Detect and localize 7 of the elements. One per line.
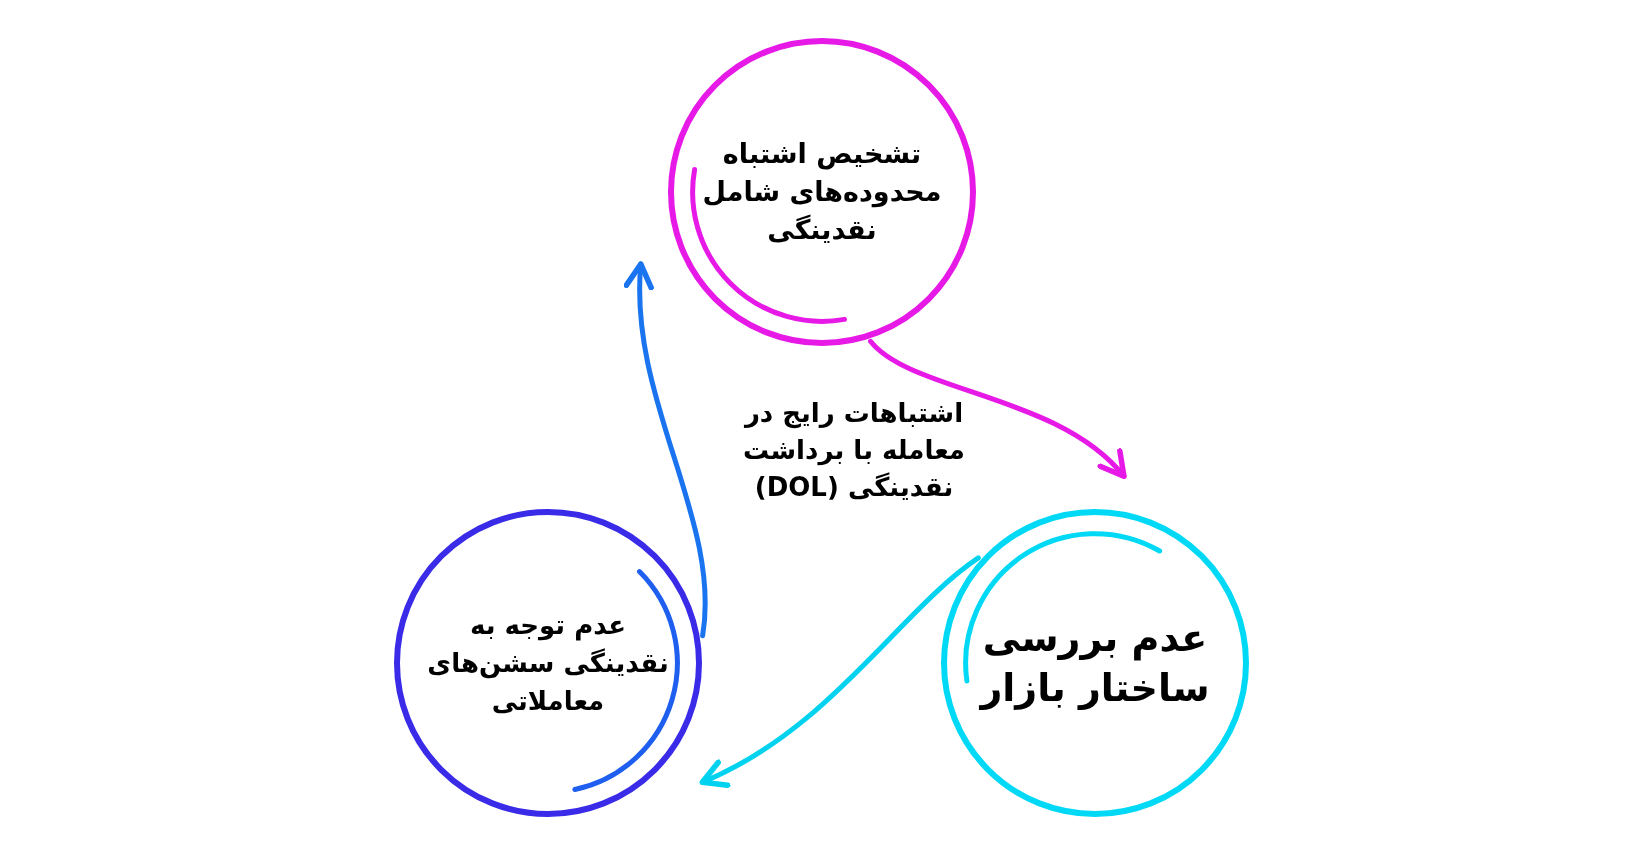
node-label: تشخیص اشتباه محدوده‌های شامل نقدینگی [701,137,943,247]
node-label: عدم توجه به نقدینگی سشن‌های معاملاتی [426,609,670,718]
curved-arrow [699,555,981,787]
curved-arrow [868,338,1127,479]
title: اشتباهات رایج در معامله با برداشت نقدینگی (DOL) [742,397,966,504]
node-label: عدم بررسی ساختار بازار [978,615,1211,712]
curved-arrow [624,261,708,639]
